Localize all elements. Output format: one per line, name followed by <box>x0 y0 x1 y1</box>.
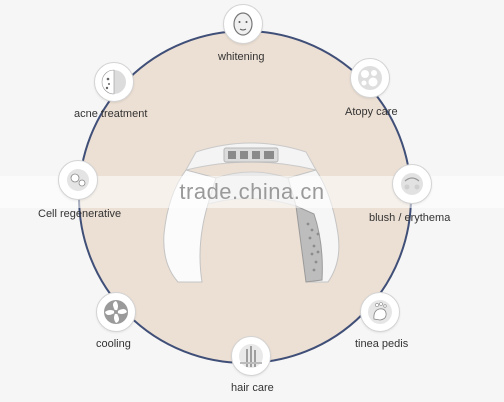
label-atopy: Atopy care <box>345 106 398 118</box>
label-acne: acne treatment <box>74 108 148 120</box>
watermark-text: trade.china.cn <box>179 179 325 204</box>
foot-icon <box>360 292 400 332</box>
acne-spot-icon <box>94 62 134 102</box>
led-device-illustration <box>163 142 340 283</box>
label-cell: Cell regenerative <box>38 208 122 220</box>
fan-icon <box>96 292 136 332</box>
label-blush: blush / erythema <box>369 212 451 224</box>
cell-icon <box>58 160 98 200</box>
label-cooling: cooling <box>96 338 131 350</box>
label-tinea: tinea pedis <box>355 338 409 350</box>
hair-follicle-icon <box>231 336 271 376</box>
label-hair: hair care <box>231 382 274 394</box>
label-whitening: whitening <box>218 51 265 63</box>
blush-icon <box>392 164 432 204</box>
face-icon <box>223 4 263 44</box>
skin-patch-icon <box>350 58 390 98</box>
